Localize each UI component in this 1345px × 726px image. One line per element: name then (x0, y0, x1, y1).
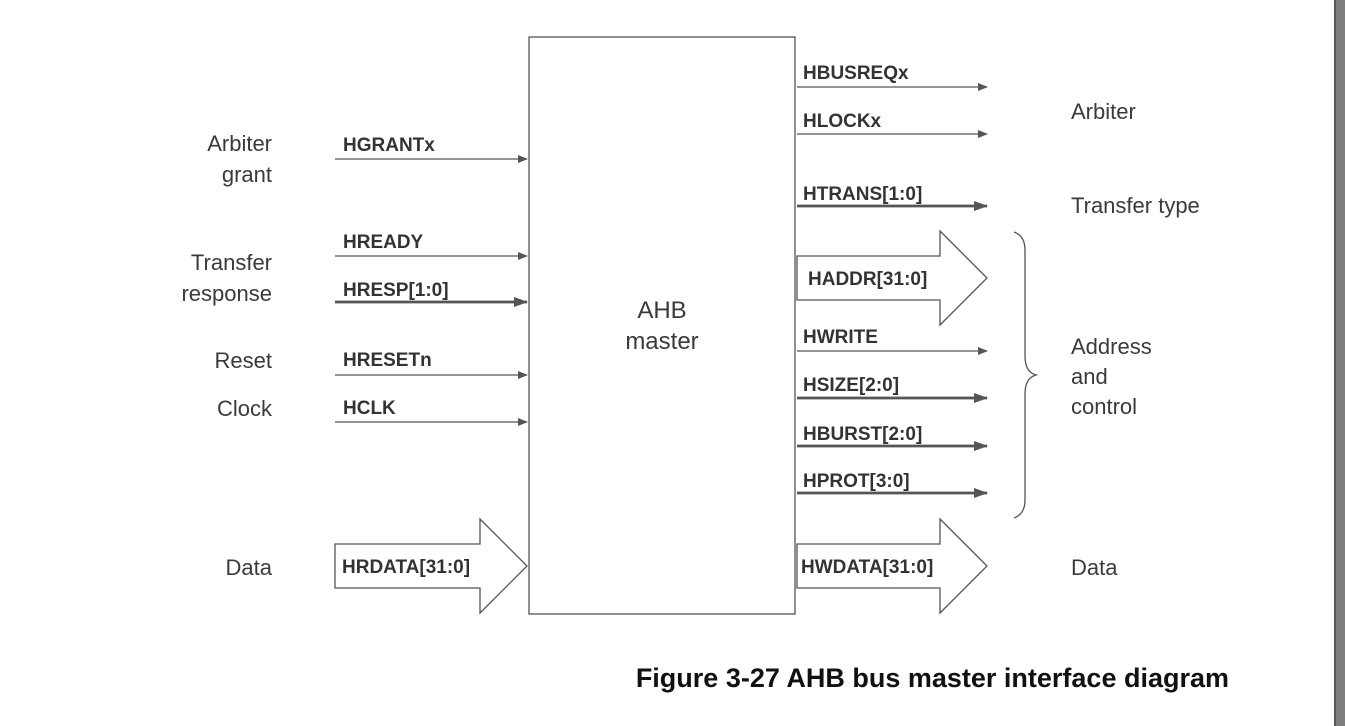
hwdata-bus-arrow (796, 517, 988, 615)
hresetn-signal-label: HRESETn (343, 350, 432, 371)
address-control-label-line2: and (1071, 364, 1108, 389)
hsize-signal-label: HSIZE[2:0] (803, 375, 899, 396)
scrollbar[interactable] (1334, 0, 1345, 726)
master-label-line2: master (625, 328, 698, 355)
transfer-type-label: Transfer type (1071, 193, 1200, 218)
hwdata-signal-label: HWDATA[31:0] (801, 557, 933, 578)
arbiter-grant-label-line2: grant (222, 162, 272, 187)
hresp-signal-label: HRESP[1:0] (343, 280, 449, 301)
address-control-label-line3: control (1071, 394, 1137, 419)
haddr-signal-label: HADDR[31:0] (808, 269, 927, 290)
hwrite-signal-label: HWRITE (803, 327, 878, 348)
arbiter-group-label: Arbiter (1071, 99, 1136, 124)
master-block (528, 36, 796, 615)
data-out-label: Data (1071, 555, 1118, 580)
hrdata-signal-label: HRDATA[31:0] (342, 557, 470, 578)
hlock-signal-label: HLOCKx (803, 111, 882, 132)
clock-label: Clock (217, 396, 273, 421)
arbiter-grant-label-line1: Arbiter (207, 131, 272, 156)
haddr-bus-arrow (796, 229, 988, 327)
hgrant-signal-label: HGRANTx (343, 135, 435, 156)
hready-signal-label: HREADY (343, 232, 424, 253)
address-control-label-line1: Address (1071, 334, 1152, 359)
transfer-response-label-line1: Transfer (191, 250, 272, 275)
hbusreq-signal-label: HBUSREQx (803, 63, 909, 84)
figure-caption: Figure 3-27 AHB bus master interface dia… (636, 663, 1229, 693)
master-label-line1: AHB (637, 297, 686, 324)
transfer-response-label-line2: response (181, 281, 272, 306)
address-control-brace (1013, 231, 1039, 519)
hburst-signal-label: HBURST[2:0] (803, 424, 922, 445)
data-in-label: Data (226, 555, 273, 580)
hprot-signal-label: HPROT[3:0] (803, 471, 910, 492)
reset-label: Reset (215, 348, 272, 373)
hrdata-bus-arrow (334, 517, 528, 615)
hclk-signal-label: HCLK (343, 398, 396, 419)
htrans-signal-label: HTRANS[1:0] (803, 184, 922, 205)
